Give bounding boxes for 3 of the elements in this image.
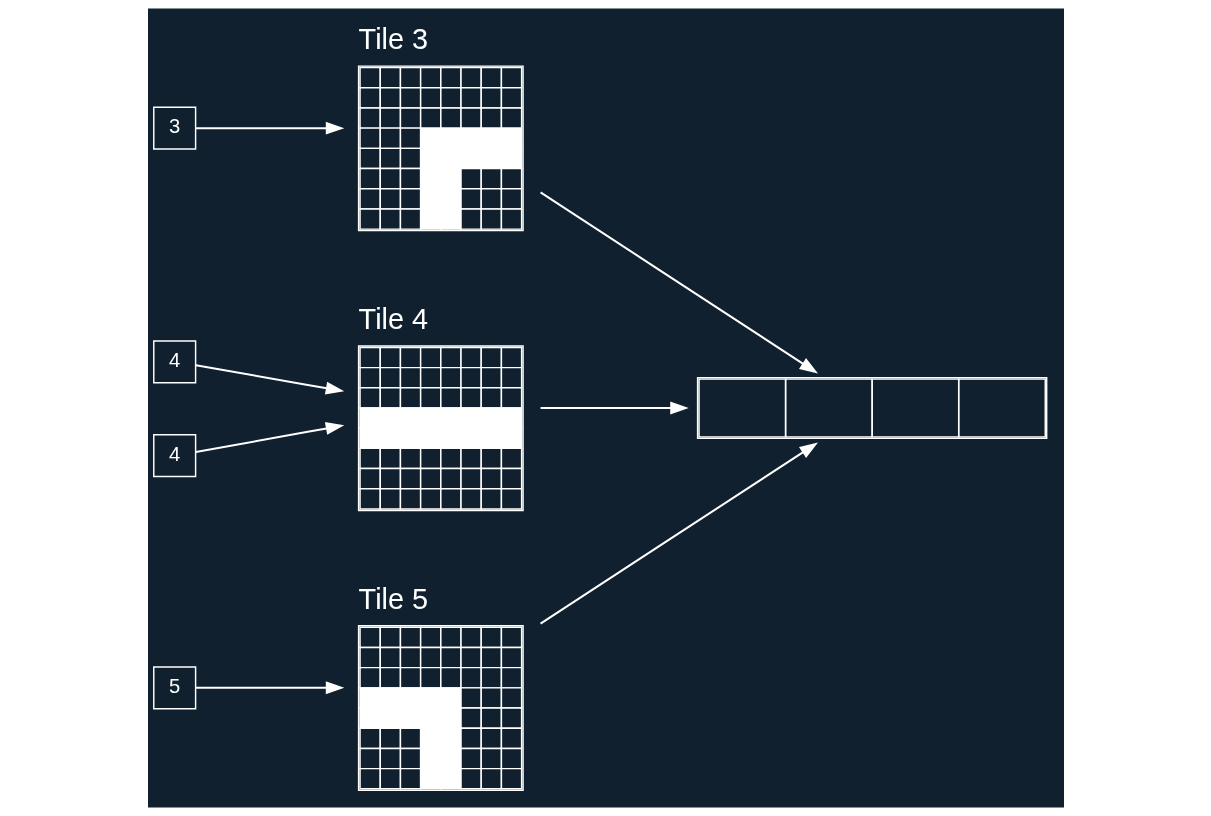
- node-label: Tile 5: [358, 582, 428, 615]
- node-label: Tile 3: [358, 22, 428, 55]
- node-label: Tile 4: [358, 302, 428, 335]
